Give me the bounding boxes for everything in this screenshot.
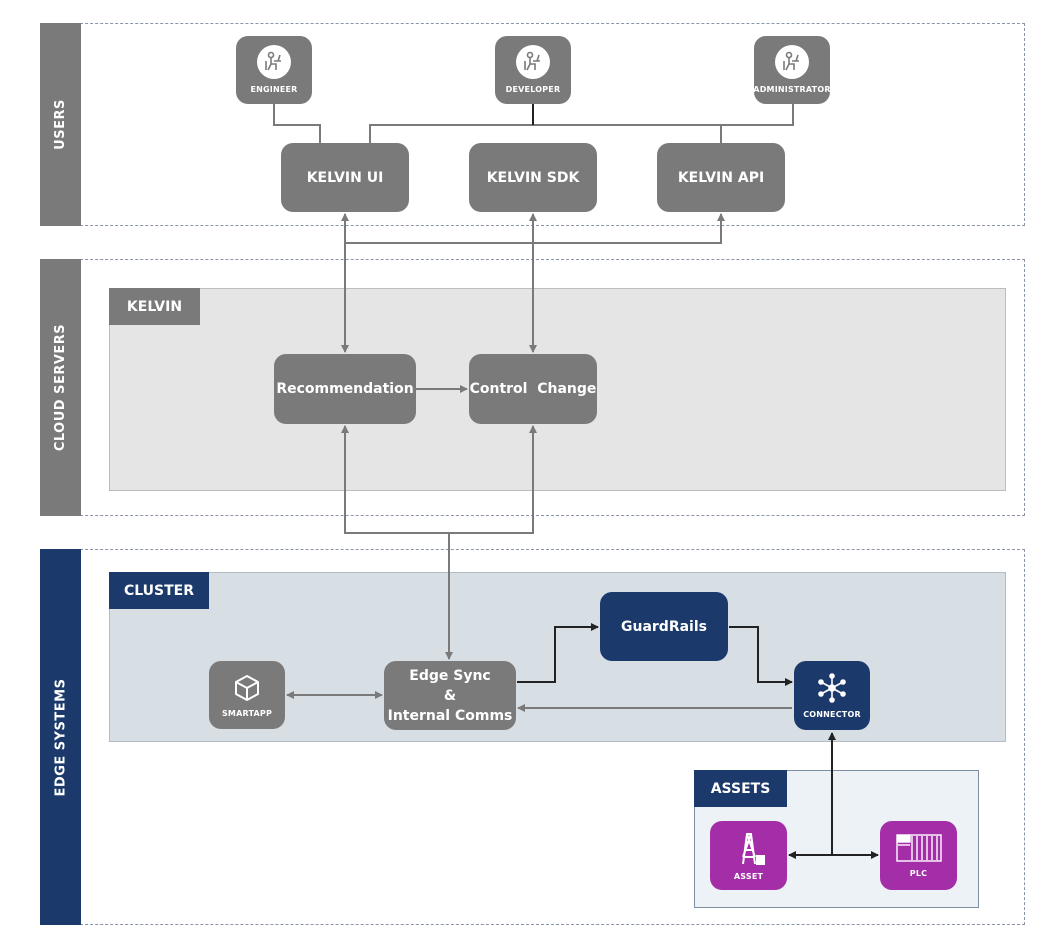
cube-icon bbox=[235, 674, 259, 701]
kelvin-sdk-node[interactable]: KELVIN SDK bbox=[469, 143, 597, 212]
oil-derrick-icon bbox=[741, 833, 765, 865]
control-change-node[interactable]: Control Change bbox=[469, 354, 597, 424]
administrator-label: ADMINISTRATOR bbox=[753, 85, 831, 94]
user-administrator[interactable]: ADMINISTRATOR bbox=[753, 36, 831, 104]
edge-sync-to-guardrails-arrow bbox=[517, 623, 599, 683]
engineer-label: ENGINEER bbox=[250, 85, 298, 94]
edge-lane-label: EDGE SYSTEMS bbox=[40, 549, 81, 925]
user-engineer[interactable]: ENGINEER bbox=[236, 36, 312, 104]
connector-node[interactable]: CONNECTOR bbox=[794, 661, 870, 730]
cluster-group-tag: CLUSTER bbox=[109, 572, 209, 609]
plc-label: PLC bbox=[909, 869, 928, 878]
users-lane-label: USERS bbox=[40, 23, 81, 226]
person-at-desk-icon bbox=[775, 45, 809, 79]
connector-label: CONNECTOR bbox=[803, 710, 861, 719]
person-at-desk-icon bbox=[516, 45, 550, 79]
smartapp-node[interactable]: SMARTAPP bbox=[209, 661, 285, 729]
kelvin-ui-node[interactable]: KELVIN UI bbox=[281, 143, 409, 212]
user-developer[interactable]: DEVELOPER bbox=[495, 36, 571, 104]
smartapp-label: SMARTAPP bbox=[221, 708, 273, 718]
asset-label: ASSET bbox=[733, 872, 764, 881]
plc-node[interactable]: PLC bbox=[880, 821, 957, 890]
developer-label: DEVELOPER bbox=[505, 85, 561, 94]
assets-group-tag: ASSETS bbox=[694, 770, 787, 807]
asset-node[interactable]: ASSET bbox=[710, 821, 787, 890]
edge-to-control-change-arrow bbox=[449, 425, 537, 534]
person-at-desk-icon bbox=[257, 45, 291, 79]
kelvin-group-tag: KELVIN bbox=[109, 288, 200, 325]
developer-bus-line bbox=[369, 104, 794, 143]
recommendation-node[interactable]: Recommendation bbox=[274, 354, 416, 424]
edge-sync-node[interactable]: Edge Sync & Internal Comms bbox=[384, 661, 516, 730]
edge-sync-line-1: Edge Sync bbox=[409, 667, 491, 684]
guardrails-to-connector-arrow bbox=[729, 626, 793, 686]
kelvin-api-node[interactable]: KELVIN API bbox=[657, 143, 785, 212]
network-hub-icon bbox=[818, 673, 846, 703]
edge-sync-line-2: & bbox=[443, 687, 457, 704]
plc-rack-icon bbox=[895, 834, 942, 862]
edge-sync-line-3: Internal Comms bbox=[387, 707, 513, 724]
api-bus-arrow bbox=[345, 213, 725, 244]
cloud-lane-label: CLOUD SERVERS bbox=[40, 259, 81, 516]
guardrails-node[interactable]: GuardRails bbox=[600, 592, 728, 661]
edge-to-recommendation-arrow bbox=[341, 425, 449, 534]
engineer-to-ui-line bbox=[273, 104, 321, 143]
